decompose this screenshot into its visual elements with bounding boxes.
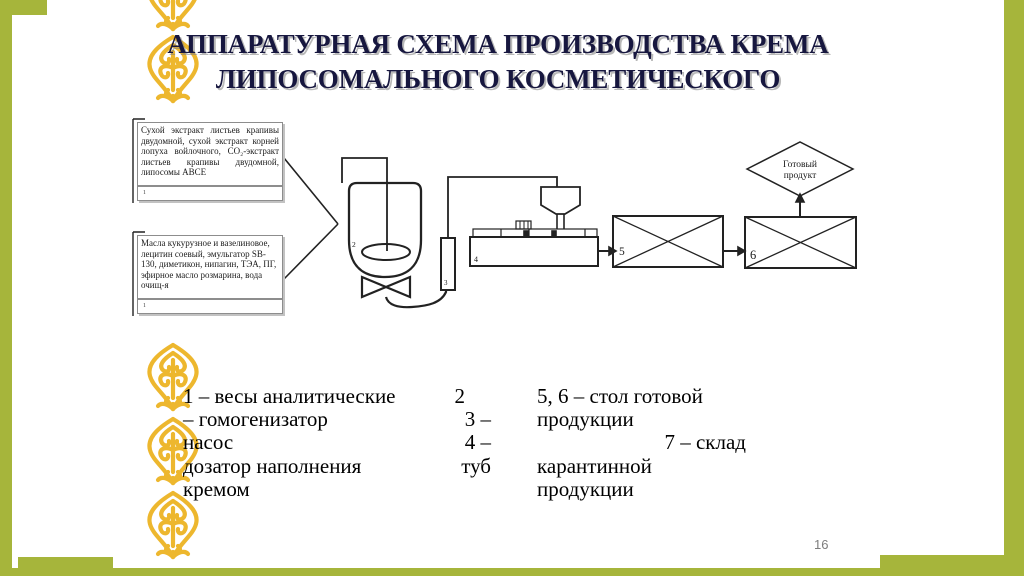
scales-label-1: 1 — [143, 190, 146, 196]
product-diamond-text-line1: Готовый — [783, 159, 817, 170]
legend-text: – гомогенизатор — [183, 407, 328, 432]
legend-right-column: 5, 6 – стол готовой продукции 7 – склад … — [537, 384, 746, 501]
legend-text: кремом — [183, 476, 250, 501]
title-line1: АППАРАТУРНАЯ СХЕМА ПРОИЗВОДСТВА КРЕМА — [167, 29, 829, 59]
table1-box — [612, 215, 724, 268]
filler-body — [469, 236, 599, 267]
legend-text: насос — [183, 430, 234, 455]
ingredient-box-extracts: Сухой экстракт листьев крапивы двудомной… — [137, 122, 283, 186]
feed-line-top — [283, 157, 339, 225]
frame-right-bar — [1004, 0, 1024, 576]
arrowhead-table1-to-table2 — [737, 245, 747, 257]
pipe-pump-to-hopper — [447, 176, 558, 238]
table2-label: 6 — [750, 248, 756, 262]
legend-row: дозатор наполнения туб — [183, 453, 491, 478]
legend-text: продукции — [537, 476, 634, 501]
pump-label: 3 — [444, 279, 448, 287]
legend-row: – гомогенизатор 3 – — [183, 408, 491, 431]
valve-left-triangle — [360, 275, 389, 299]
filler-head-hatch — [519, 221, 529, 229]
group-bracket-2 — [132, 231, 145, 316]
frame-topleft-nub — [0, 0, 47, 15]
product-diamond-text-line2: продукт — [784, 171, 817, 181]
filler-tube-dividers — [500, 229, 586, 237]
legend-left-column: 1 – весы аналитические 2 – гомогенизатор… — [183, 384, 491, 501]
legend-text: 4 – — [464, 430, 491, 455]
legend-row: кремом — [183, 476, 491, 501]
table1-label: 5 — [619, 246, 625, 258]
legend-text: карантинной — [537, 453, 652, 478]
legend-text: 3 – — [464, 407, 491, 432]
legend-text: 2 — [454, 384, 466, 408]
filler-connector-1 — [523, 230, 529, 238]
ingredient-box-oils: Масла кукурузное и вазелиновое, лецитин … — [137, 235, 283, 299]
frame-bottomright-nub — [880, 555, 1024, 576]
pipe-valve-to-pump — [384, 290, 448, 309]
filler-connector-2 — [551, 230, 557, 238]
legend-row: 5, 6 – стол готовой — [537, 384, 746, 408]
legend-row: продукции — [537, 408, 746, 431]
product-diamond — [745, 141, 855, 197]
legend-text: дозатор наполнения — [183, 453, 362, 478]
scales-label-2: 1 — [143, 303, 146, 309]
vessel-body — [347, 181, 423, 279]
legend-row: продукции — [537, 476, 746, 501]
legend-text: туб — [461, 453, 491, 478]
scales-box-2: 1 — [137, 299, 283, 314]
legend-row: насос 4 – — [183, 431, 491, 454]
valve-right-triangle — [383, 275, 412, 299]
page-number: 16 — [814, 537, 829, 552]
feed-line-bottom — [283, 223, 339, 280]
legend-row: 7 – склад — [537, 431, 746, 454]
vessel-motor-frame — [341, 157, 388, 251]
legend-text: 5, 6 – стол готовой — [537, 384, 703, 408]
frame-bottom-strip — [0, 568, 1024, 576]
frame-left-bar — [0, 0, 12, 576]
hopper-neck — [556, 214, 565, 229]
scales-box-1: 1 — [137, 186, 283, 201]
group-bracket-1 — [132, 118, 145, 203]
table2-cross — [744, 216, 857, 269]
hopper — [540, 186, 581, 215]
frame-bottomleft-nub — [18, 557, 113, 576]
vessel-impeller — [361, 243, 411, 261]
legend-row: карантинной — [537, 453, 746, 478]
vessel-label: 2 — [352, 240, 356, 249]
legend-text: 7 – склад — [664, 430, 746, 455]
legend-text: продукции — [537, 407, 634, 432]
slide-title: АППАРАТУРНАЯ СХЕМА ПРОИЗВОДСТВА КРЕМА ЛИ… — [126, 27, 870, 97]
filler-tube-row — [472, 228, 598, 238]
arrowhead-table2-to-product — [794, 192, 806, 203]
legend-row: 1 – весы аналитические 2 — [183, 384, 491, 408]
legend-text: 1 – весы аналитические — [183, 384, 396, 408]
table1-cross — [612, 215, 724, 268]
title-line2: ЛИПОСОМАЛЬНОГО КОСМЕТИЧЕСКОГО — [215, 64, 781, 94]
filler-label: 4 — [474, 255, 478, 264]
